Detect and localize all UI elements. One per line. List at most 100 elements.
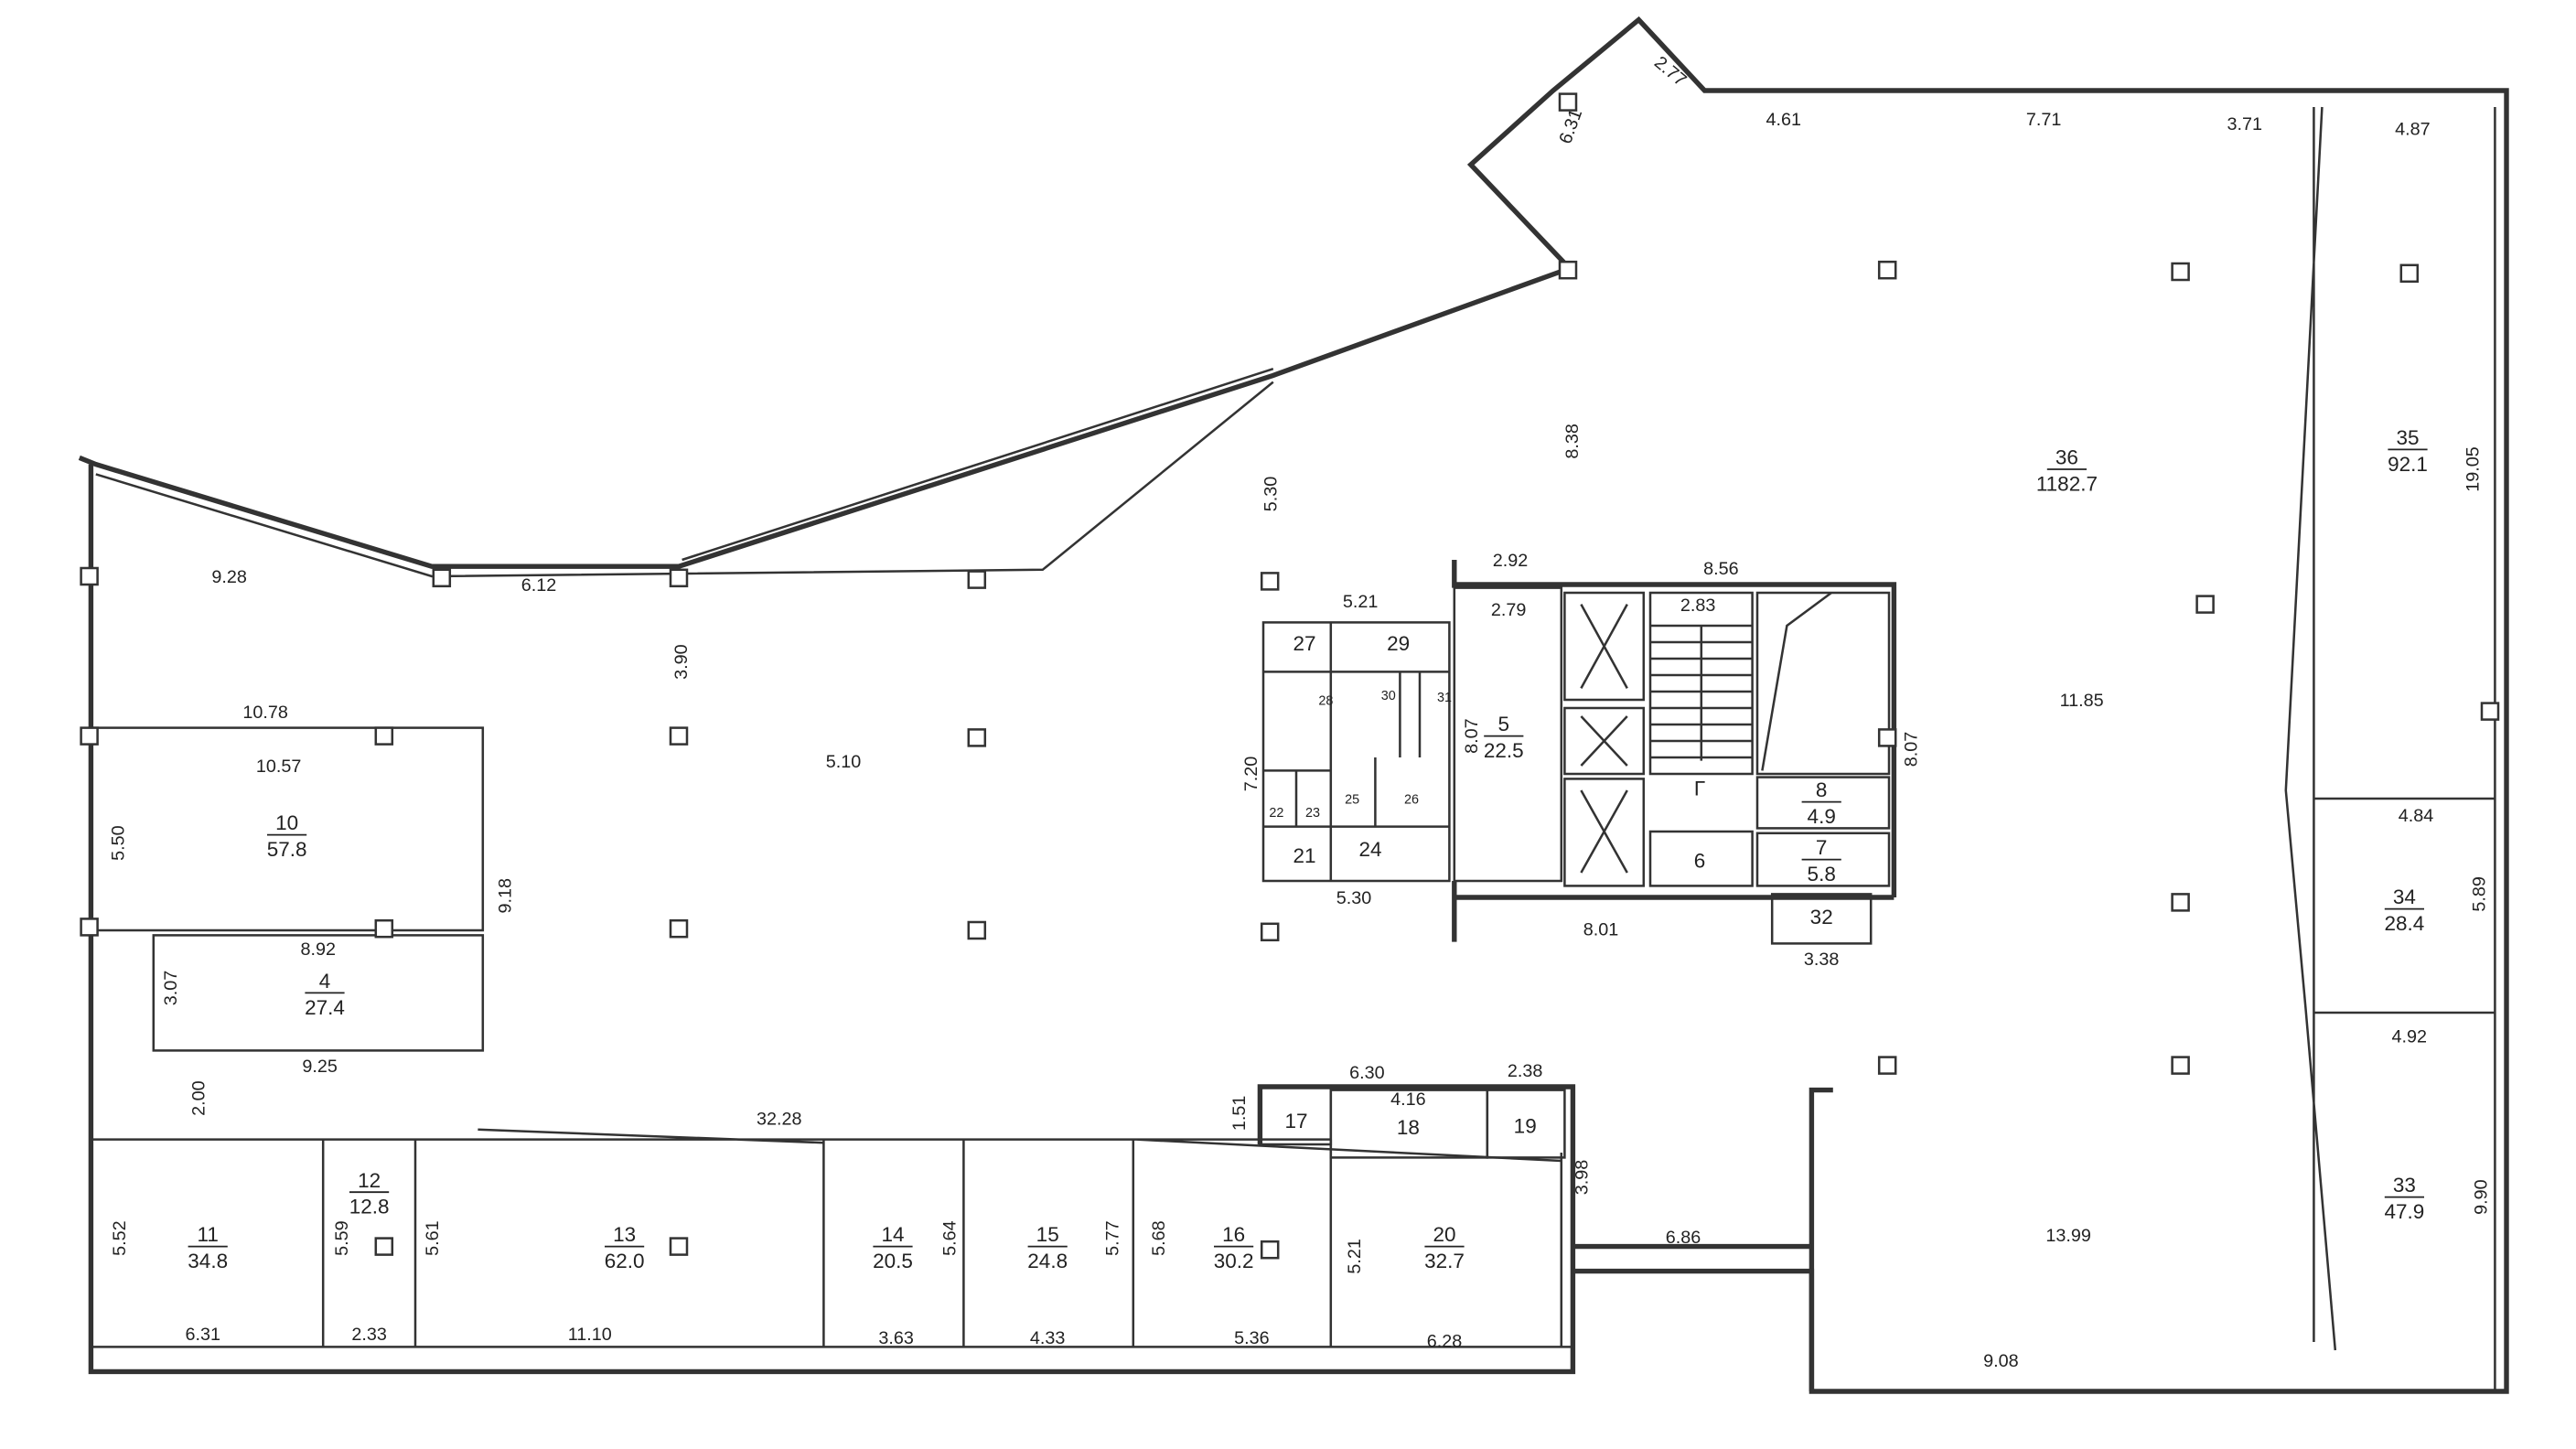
room-number: 35 <box>2396 426 2419 449</box>
column <box>1877 260 1897 280</box>
column <box>374 726 394 746</box>
dimension-label-vertical: 5.21 <box>1345 1239 1365 1274</box>
room-label: 28 <box>1318 693 1333 708</box>
dimension-label-vertical: 8.07 <box>1902 732 1922 767</box>
room-number: 33 <box>2393 1174 2416 1197</box>
dimension-label: 11.10 <box>568 1325 612 1345</box>
column <box>80 566 99 586</box>
dimension-label: 4.92 <box>2392 1026 2428 1046</box>
room-label: 31 <box>1437 691 1452 705</box>
dimension-label: 10.57 <box>256 757 302 777</box>
dimension-label-vertical: 5.68 <box>1149 1220 1169 1256</box>
dimension-label: 8.92 <box>301 939 337 960</box>
room-number: 34 <box>2393 886 2416 908</box>
dimension-label-vertical: 3.98 <box>1572 1160 1593 1196</box>
column <box>374 1237 394 1256</box>
dimension-label: 6.30 <box>1349 1063 1385 1083</box>
dimension-label: 2.92 <box>1493 551 1529 571</box>
room-label: 6 <box>1694 850 1706 873</box>
dimension-label: 2.33 <box>351 1325 387 1345</box>
column <box>1260 922 1280 942</box>
dimension-label: 5.36 <box>1234 1328 1270 1348</box>
room-4-wall <box>152 934 485 1052</box>
dimension-label-vertical: 5.61 <box>423 1220 443 1256</box>
room-area: 5.8 <box>1808 863 1836 886</box>
dimension-label: 5.30 <box>1336 888 1372 908</box>
column <box>1558 92 1578 112</box>
column <box>2171 262 2190 282</box>
column <box>669 1237 689 1256</box>
room-area: 30.2 <box>1214 1250 1254 1272</box>
room-label: 32 <box>1810 906 1833 928</box>
column <box>1877 728 1897 747</box>
room-area: 27.4 <box>305 996 345 1019</box>
room-label: 17 <box>1284 1110 1307 1132</box>
column <box>374 918 394 939</box>
room-number: 36 <box>2055 446 2078 469</box>
column <box>80 918 99 937</box>
dimension-label: 4.87 <box>2395 120 2431 140</box>
dimension-label: 4.61 <box>1766 110 1802 130</box>
dimension-label-vertical: 5.64 <box>939 1220 960 1256</box>
room-number: 8 <box>1816 778 1828 801</box>
dimension-label-vertical: 1.51 <box>1229 1096 1250 1132</box>
dimension-label: 6.86 <box>1666 1228 1701 1248</box>
dimension-label-angled: 6.31 <box>1555 106 1586 146</box>
room-label: 19 <box>1514 1114 1537 1137</box>
dimension-label: 2.83 <box>1680 596 1716 616</box>
dimension-label: 8.01 <box>1583 919 1619 939</box>
dimension-label-vertical: 3.07 <box>161 971 181 1006</box>
dimension-label: 6.12 <box>521 575 557 596</box>
dimension-label-angled: 2.77 <box>1650 52 1690 91</box>
column <box>2399 263 2420 284</box>
room-label: 23 <box>1305 806 1320 821</box>
east-rooms-wall <box>2284 106 2496 1391</box>
room-area: 24.8 <box>1027 1250 1068 1272</box>
room-number: 15 <box>1036 1223 1059 1246</box>
column <box>967 570 987 589</box>
room-number: 16 <box>1222 1223 1245 1246</box>
column <box>967 920 987 940</box>
room-label: 30 <box>1381 689 1396 703</box>
room-area: 12.8 <box>349 1196 390 1218</box>
column <box>669 568 689 588</box>
room-area: 32.7 <box>1424 1250 1465 1272</box>
room-area: 92.1 <box>2388 453 2428 476</box>
room-number: 11 <box>198 1223 219 1246</box>
outer-wall <box>78 16 2509 1394</box>
room-label: 22 <box>1269 806 1283 821</box>
dimension-label: 9.25 <box>302 1057 338 1077</box>
dimension-label-vertical: 19.05 <box>2463 446 2483 492</box>
room-label: 27 <box>1293 632 1315 655</box>
dimension-label-vertical: 2.00 <box>189 1080 209 1116</box>
room-area: 47.9 <box>2385 1200 2425 1223</box>
dimension-label: 10.78 <box>242 703 288 723</box>
column <box>669 726 689 746</box>
dimension-label: 9.08 <box>1983 1351 2019 1371</box>
room-area: 62.0 <box>605 1250 645 1272</box>
room-label: 25 <box>1345 792 1359 807</box>
dimension-label: 5.10 <box>826 752 862 772</box>
room-area: 34.8 <box>188 1250 228 1272</box>
dimension-label-vertical: 3.90 <box>671 644 692 680</box>
room-label: Г <box>1694 777 1705 800</box>
inner-glazing <box>95 368 1274 578</box>
toilet-partitions <box>1263 622 1450 881</box>
room-number: 7 <box>1816 836 1828 859</box>
column <box>1558 260 1578 280</box>
labels: 361182.73592.13428.43347.91057.8427.4522… <box>108 52 2491 1371</box>
dimension-label: 6.31 <box>186 1325 221 1345</box>
room-number: 13 <box>613 1223 636 1246</box>
column <box>2480 702 2500 721</box>
room-19-wall <box>1486 1089 1566 1159</box>
dimension-label-vertical: 5.77 <box>1103 1220 1123 1256</box>
column <box>669 918 689 939</box>
bottom-dividers <box>91 1139 1573 1348</box>
room-5-wall <box>1453 586 1563 883</box>
dimension-label: 5.21 <box>1343 592 1379 612</box>
dimension-label-vertical: 8.38 <box>1562 424 1583 459</box>
dimension-label-vertical: 5.50 <box>108 825 128 861</box>
corridor-wall <box>1572 1243 1815 1391</box>
column <box>2171 893 2190 912</box>
dimension-label: 7.71 <box>2026 110 2062 130</box>
